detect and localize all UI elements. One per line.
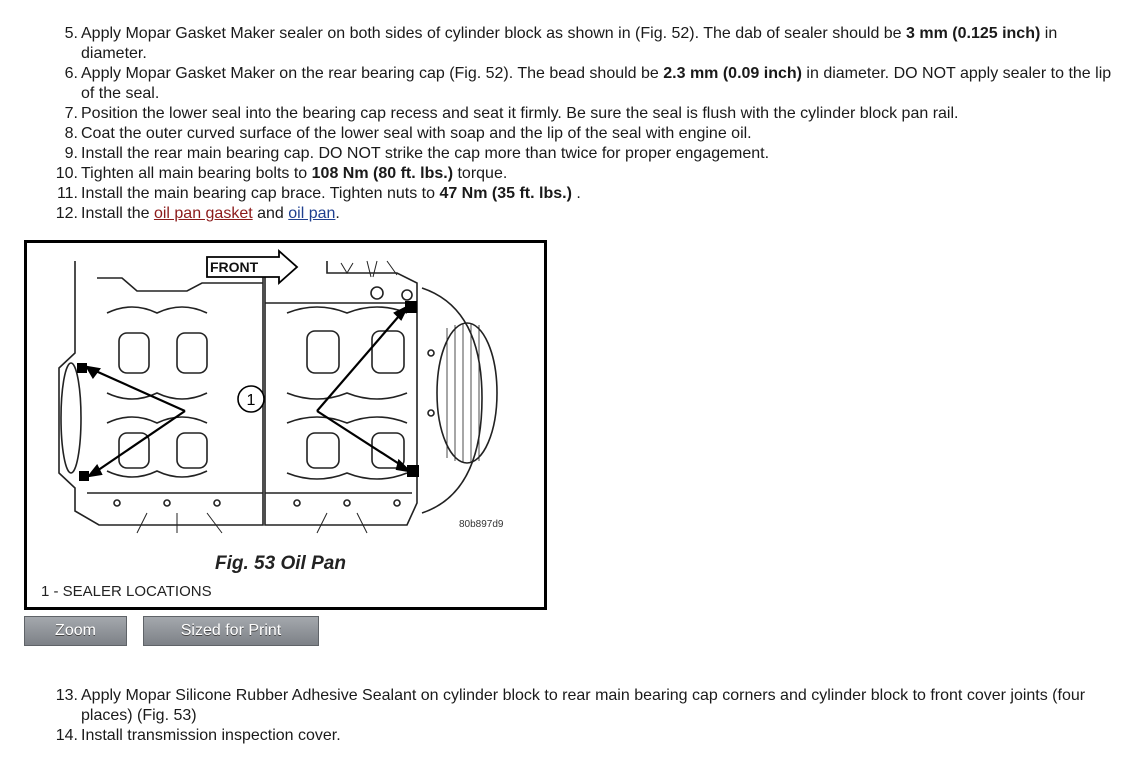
step-item: 5.Apply Mopar Gasket Maker sealer on bot…: [52, 24, 1120, 64]
front-label: FRONT: [210, 259, 259, 275]
step-number: 14.: [55, 727, 78, 744]
step-text: Install the main bearing cap brace. Tigh…: [81, 185, 440, 202]
step-item: 6.Apply Mopar Gasket Maker on the rear b…: [52, 64, 1120, 104]
step-text: Apply Mopar Gasket Maker on the rear bea…: [81, 65, 664, 82]
step-text: in diameter.: [81, 25, 1058, 62]
callout-circle-icon: [237, 385, 265, 413]
step-number: 12.: [55, 205, 78, 222]
callout-number: 1: [247, 392, 256, 409]
step-text: Position the lower seal into the bearing…: [81, 105, 959, 122]
oil-pan-gasket-link[interactable]: oil pan gasket: [153, 205, 253, 222]
step-text: .: [571, 185, 581, 202]
sized-for-print-button[interactable]: Sized for Print: [143, 616, 319, 646]
figure-panel: 1 FRONT 80b897d9 Fig. 53 Oil Pan 1 - SEA…: [24, 240, 547, 610]
step-text: in diameter. DO NOT apply sealer to the …: [81, 65, 1112, 102]
step-item: 12.Install the oil pan gasket and oil pa…: [52, 204, 1120, 224]
step-spec: 3 mm (0.125 inch): [906, 25, 1041, 42]
step-item: 8.Coat the outer curved surface of the l…: [52, 124, 1120, 144]
zoom-button[interactable]: Zoom: [24, 616, 127, 646]
step-number: 11.: [56, 185, 78, 202]
step-text: Install the rear main bearing cap. DO NO…: [81, 145, 770, 162]
step-item: 11.Install the main bearing cap brace. T…: [52, 184, 1120, 204]
front-arrow-icon: [206, 248, 299, 286]
step-number: 7.: [64, 105, 78, 122]
step-text: Apply Mopar Silicone Rubber Adhesive Sea…: [81, 687, 1086, 724]
figure-caption: Fig. 53 Oil Pan: [215, 553, 346, 574]
step-item: 13.Apply Mopar Silicone Rubber Adhesive …: [52, 686, 1120, 726]
step-number: 13.: [55, 687, 78, 704]
step-spec: 108 Nm (80 ft. lbs.): [311, 165, 454, 182]
figure-legend: 1 - SEALER LOCATIONS: [41, 583, 212, 600]
step-text: torque.: [453, 165, 508, 182]
oil-pan-link[interactable]: oil pan: [288, 205, 336, 222]
step-item: 9.Install the rear main bearing cap. DO …: [52, 144, 1120, 164]
step-text: Install the: [81, 205, 154, 222]
step-number: 10.: [55, 165, 78, 182]
step-number: 8.: [64, 125, 78, 142]
instruction-list-top: 5.Apply Mopar Gasket Maker sealer on bot…: [52, 24, 1120, 224]
step-text: Tighten all main bearing bolts to: [81, 165, 312, 182]
step-item: 10.Tighten all main bearing bolts to 108…: [52, 164, 1120, 184]
step-text: .: [335, 205, 340, 222]
step-text: and: [252, 205, 289, 222]
figure-code: 80b897d9: [459, 519, 504, 530]
instruction-list-bottom: 13.Apply Mopar Silicone Rubber Adhesive …: [52, 686, 1120, 746]
step-item: 14.Install transmission inspection cover…: [52, 726, 1120, 746]
oil-pan-diagram: 1: [58, 248, 498, 534]
step-spec: 47 Nm (35 ft. lbs.): [439, 185, 572, 202]
step-number: 9.: [64, 145, 78, 162]
step-text: Apply Mopar Gasket Maker sealer on both …: [81, 25, 907, 42]
step-spec: 2.3 mm (0.09 inch): [663, 65, 802, 82]
step-number: 5.: [64, 25, 78, 42]
step-text: Install transmission inspection cover.: [81, 727, 341, 744]
step-item: 7.Position the lower seal into the beari…: [52, 104, 1120, 124]
step-number: 6.: [64, 65, 78, 82]
step-text: Coat the outer curved surface of the low…: [81, 125, 752, 142]
